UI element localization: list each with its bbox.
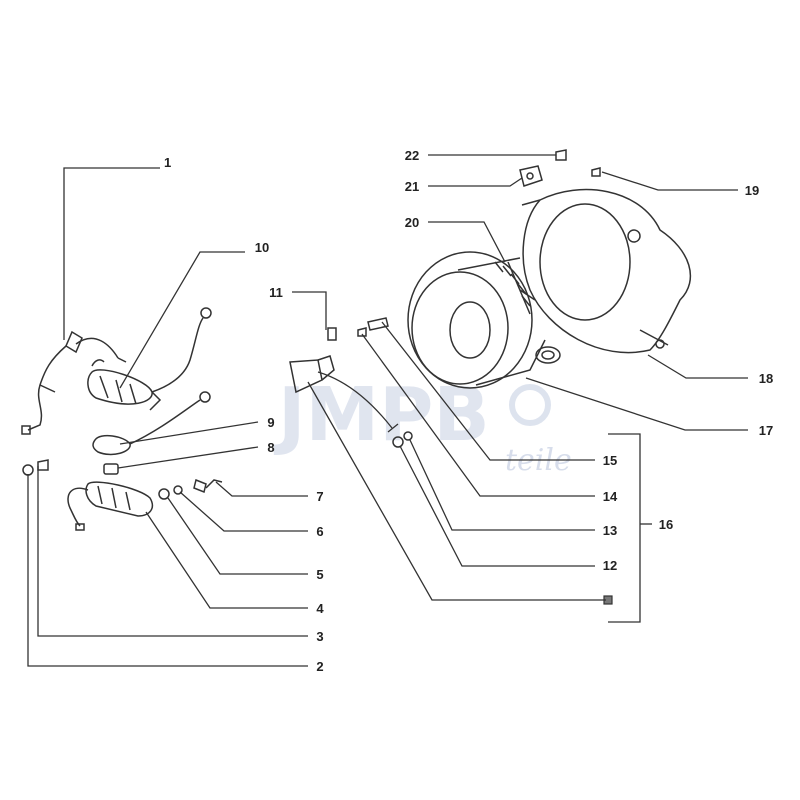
callout-16: 16 [659, 517, 673, 532]
part-stator-coil [87, 307, 212, 411]
callout-11: 11 [269, 285, 283, 300]
callout-18: 18 [759, 371, 773, 386]
callout-19: 19 [745, 183, 759, 198]
callout-labels: 1 2 3 4 5 6 7 8 9 10 11 12 13 14 15 16 1… [164, 148, 773, 674]
callout-20: 20 [405, 215, 419, 230]
part-fan-housing [519, 188, 691, 354]
callout-14: 14 [603, 489, 618, 504]
part-washer-nut-bolt [158, 478, 223, 500]
callout-3: 3 [316, 629, 323, 644]
part-pickup-coil [92, 391, 211, 456]
part-flywheel [407, 251, 546, 389]
part-clip [103, 463, 119, 475]
part-wiring-harness [21, 330, 127, 435]
callout-5: 5 [316, 567, 323, 582]
callout-12: 12 [603, 558, 617, 573]
part-screws-top [519, 149, 601, 187]
leader-lines [27, 154, 748, 667]
callout-15: 15 [603, 453, 617, 468]
callout-6: 6 [316, 524, 323, 539]
callout-22: 22 [405, 148, 419, 163]
callout-7: 7 [316, 489, 323, 504]
watermark: JMPB teile [273, 372, 572, 478]
watermark-gear-icon [509, 384, 551, 426]
part-ignition-coil [67, 481, 154, 531]
callout-21: 21 [405, 179, 419, 194]
callout-2: 2 [316, 659, 323, 674]
part-small-hardware [357, 317, 613, 605]
part-screw-washer [22, 459, 49, 476]
callout-9: 9 [267, 415, 274, 430]
callout-10: 10 [255, 240, 269, 255]
callout-1: 1 [164, 155, 171, 170]
callout-13: 13 [603, 523, 617, 538]
part-seal-ring [535, 346, 561, 364]
callout-4: 4 [316, 601, 324, 616]
callout-17: 17 [759, 423, 773, 438]
callout-8: 8 [267, 440, 274, 455]
